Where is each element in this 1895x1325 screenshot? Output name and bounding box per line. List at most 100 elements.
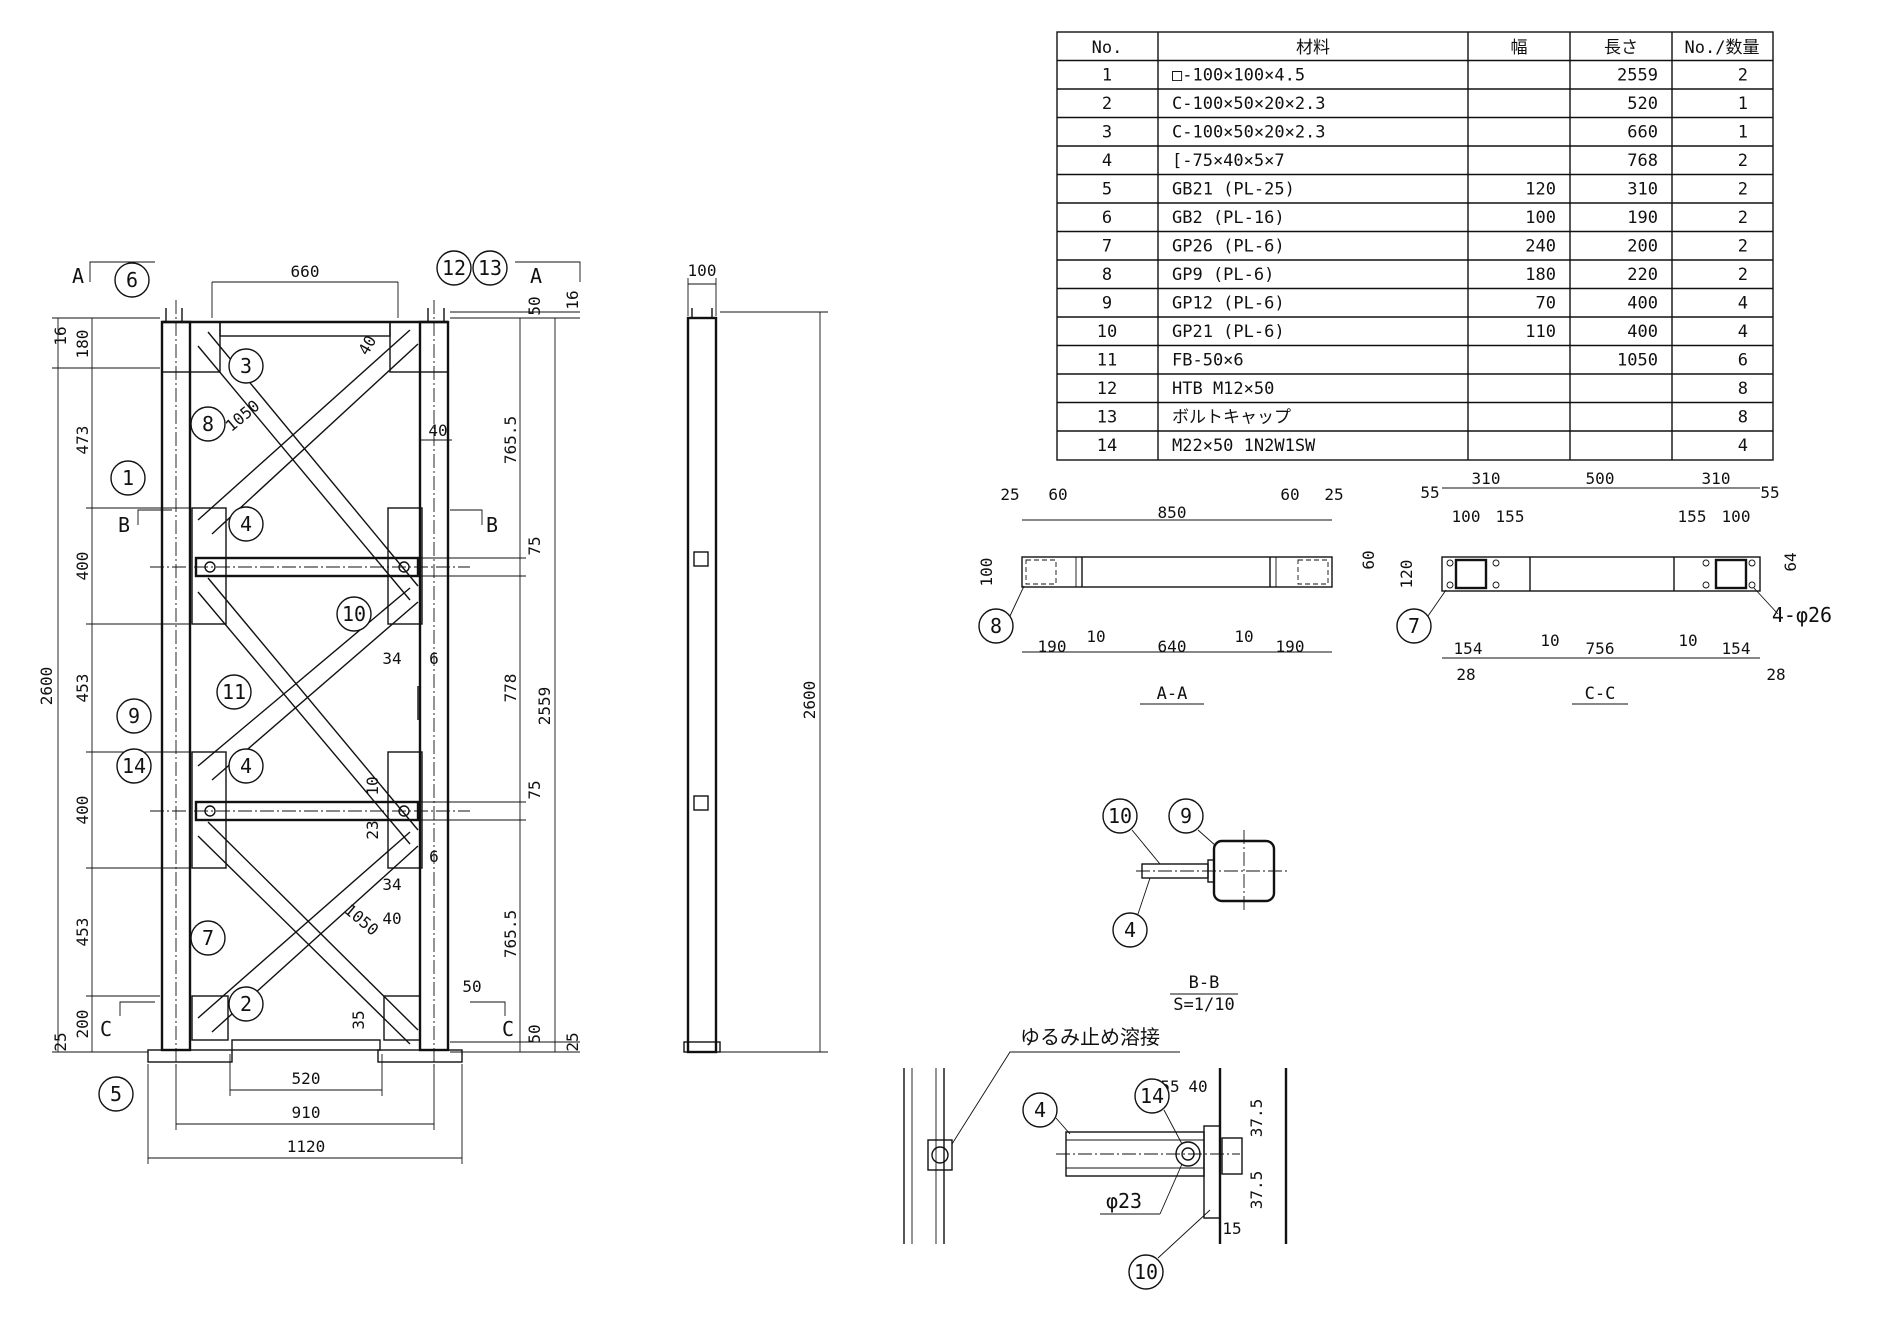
front-view: 660 A A B B C C 16 180 473 400 (37, 250, 582, 1164)
detail-dim-375a: 37.5 (1247, 1099, 1266, 1138)
aa-dim-10a: 10 (1086, 627, 1105, 646)
aa-dim-25a: 25 (1000, 485, 1019, 504)
aa-balloon-8: 8 (990, 614, 1002, 638)
table-cell-length: 310 (1627, 180, 1658, 200)
dim-left-473: 473 (73, 426, 92, 455)
dim-inner-6a: 6 (429, 649, 439, 668)
cc-dim-310a: 310 (1472, 469, 1501, 488)
cc-dim-120: 120 (1397, 560, 1416, 589)
table-cell-qty: 4 (1738, 322, 1748, 342)
balloon-circle (110, 460, 146, 496)
aa-dim-190b: 190 (1276, 637, 1305, 656)
dim-left-200: 200 (73, 1010, 92, 1039)
table-cell-material: □-100×100×4.5 (1172, 66, 1305, 86)
table-header-material: 材料 (1296, 38, 1330, 58)
dim-right-16: 16 (563, 290, 582, 309)
balloon-label: 7 (202, 926, 214, 950)
balloon-label: 12 (442, 256, 466, 280)
table-cell-material: FB-50×6 (1172, 351, 1244, 371)
table-cell-material: GP26 (PL-6) (1172, 237, 1285, 257)
dim-inner-34b: 34 (382, 875, 401, 894)
cc-dim-310b: 310 (1702, 469, 1731, 488)
table-cell-qty: 6 (1738, 351, 1748, 371)
detail-balloon-14: 14 (1140, 1084, 1164, 1108)
balloon-label: 10 (342, 602, 366, 626)
table-cell-no: 9 (1102, 294, 1112, 314)
detail-balloon-4: 4 (1034, 1098, 1046, 1122)
table-cell-material: C-100×50×20×2.3 (1172, 123, 1326, 143)
dim-right-75b: 75 (525, 780, 544, 799)
table-cell-qty: 2 (1738, 237, 1748, 257)
table-cell-width: 110 (1525, 322, 1556, 342)
table-cell-qty: 2 (1738, 151, 1748, 171)
cc-dim-55b: 55 (1760, 483, 1779, 502)
dim-left-400b: 400 (73, 796, 92, 825)
table-cell-width: 120 (1525, 180, 1556, 200)
balloon-label: 1 (122, 466, 134, 490)
table-cell-width: 70 (1536, 294, 1556, 314)
section-mark-c-right: C (502, 1017, 514, 1041)
aa-dim-640: 640 (1158, 637, 1187, 656)
table-header-qty: No./数量 (1685, 38, 1760, 58)
section-aa: 25 60 850 60 25 100 60 190 10 640 10 190… (977, 485, 1378, 705)
table-cell-width: 100 (1525, 208, 1556, 228)
table-cell-no: 4 (1102, 151, 1112, 171)
dim-inner-40b: 40 (428, 421, 447, 440)
table-cell-material: GB21 (PL-25) (1172, 180, 1295, 200)
bb-balloon-10: 10 (1108, 804, 1132, 828)
section-mark-c-left: C (100, 1017, 112, 1041)
table-cell-qty: 2 (1738, 66, 1748, 86)
bb-balloon-4: 4 (1124, 918, 1136, 942)
section-bb: 10 9 4 B-B S=1/10 (1102, 798, 1290, 1015)
balloon-label: 4 (240, 512, 252, 536)
dim-left-453b: 453 (73, 918, 92, 947)
aa-dim-850: 850 (1158, 503, 1187, 522)
side-dim-height: 2600 (800, 681, 819, 720)
table-cell-width: 240 (1525, 237, 1556, 257)
table-cell-qty: 8 (1738, 408, 1748, 428)
table-cell-material: C-100×50×20×2.3 (1172, 94, 1326, 114)
detail-dim-15: 15 (1222, 1219, 1241, 1238)
bolt-detail: ゆるみ止め溶接 55 40 37.5 37.5 15 φ23 4 14 10 (903, 1025, 1288, 1290)
aa-dim-10b: 10 (1234, 627, 1253, 646)
table-cell-material: GB2 (PL-16) (1172, 208, 1285, 228)
balloon-label: 14 (122, 754, 146, 778)
aa-dim-60b: 60 (1280, 485, 1299, 504)
cc-dim-155b: 155 (1678, 507, 1707, 526)
balloon-circle (472, 250, 508, 286)
table-cell-material: GP21 (PL-6) (1172, 322, 1285, 342)
cc-dim-10a: 10 (1540, 631, 1559, 650)
side-dim-top: 100 (688, 261, 717, 280)
dim-inner-34a: 34 (382, 649, 401, 668)
detail-dim-40: 40 (1188, 1077, 1207, 1096)
dim-right-2559: 2559 (535, 687, 554, 726)
detail-dim-375b: 37.5 (1247, 1171, 1266, 1210)
balloon-label: 5 (110, 1082, 122, 1106)
balloon-circle (228, 748, 264, 784)
aa-dim-190a: 190 (1038, 637, 1067, 656)
dim-right-765a: 765.5 (501, 416, 520, 464)
table-header-no: No. (1092, 38, 1123, 58)
table-cell-length: 660 (1627, 123, 1658, 143)
table-cell-qty: 4 (1738, 294, 1748, 314)
table-cell-material: ボルトキャップ (1172, 408, 1291, 428)
dim-left-180: 180 (73, 330, 92, 359)
table-cell-width: 180 (1525, 265, 1556, 285)
cc-dim-500: 500 (1586, 469, 1615, 488)
balloon-circle (114, 262, 150, 298)
section-mark-a-right: A (530, 264, 542, 288)
cc-caption: C-C (1585, 684, 1616, 704)
aa-dim-100: 100 (977, 558, 996, 587)
balloon-circle (116, 748, 152, 784)
table-cell-length: 400 (1627, 294, 1658, 314)
aa-caption: A-A (1157, 684, 1188, 704)
balloon-label: 6 (126, 268, 138, 292)
table-cell-material: HTB M12×50 (1172, 379, 1274, 399)
table-cell-length: 190 (1627, 208, 1658, 228)
table-cell-no: 5 (1102, 180, 1112, 200)
dim-right-50a: 50 (525, 296, 544, 315)
table-cell-qty: 2 (1738, 180, 1748, 200)
balloon-label: 4 (240, 754, 252, 778)
